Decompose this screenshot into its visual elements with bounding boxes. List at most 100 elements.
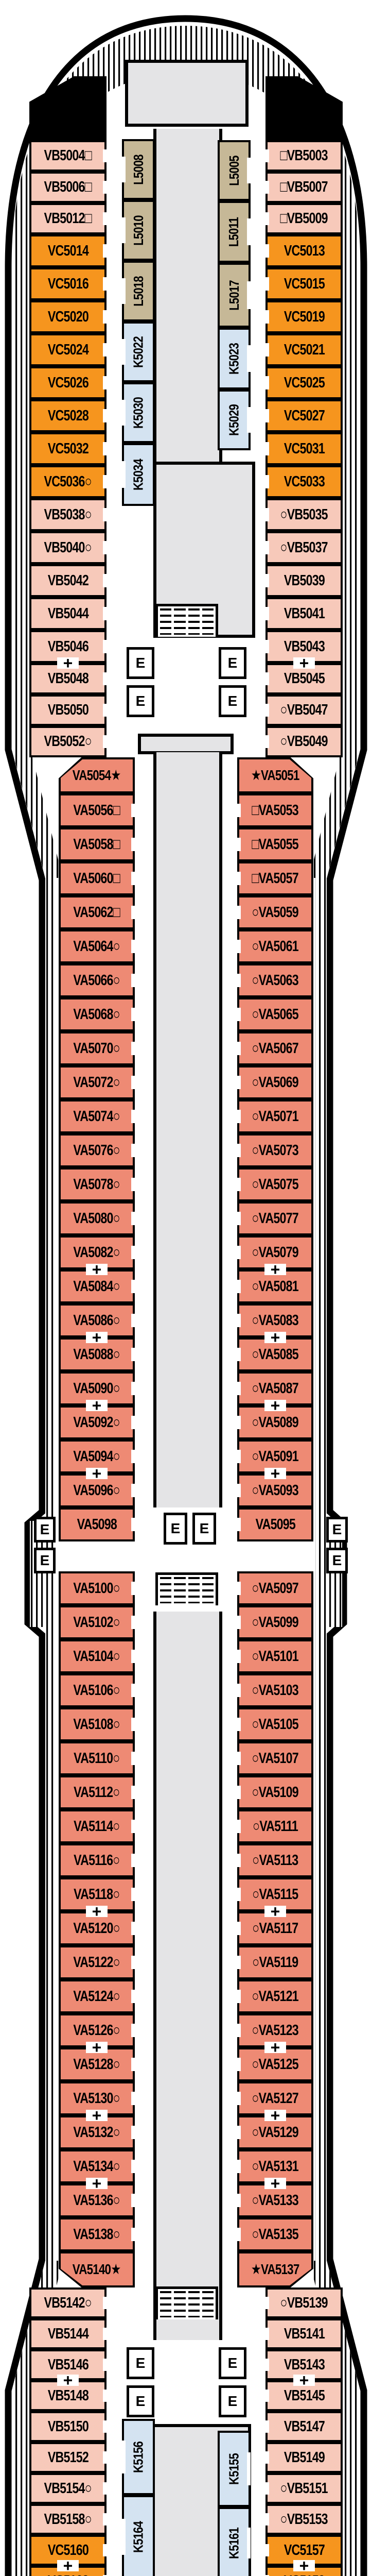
cabin-VB5151[interactable]: ○VB5151	[265, 2473, 343, 2504]
cabin-VB5012[interactable]: VB5012□	[29, 203, 107, 234]
cabin-VA5076[interactable]: VA5076○	[59, 1133, 135, 1167]
cabin-VA5053[interactable]: □VA5053	[237, 793, 313, 827]
cabin-VC5026[interactable]: VC5026	[29, 366, 107, 399]
cabin-VB5007[interactable]: □VB5007	[265, 172, 343, 203]
cabin-VC5036[interactable]: VC5036○	[29, 465, 107, 498]
cabin-VB5149[interactable]: VB5149	[265, 2442, 343, 2473]
cabin-VB5150[interactable]: VB5150	[29, 2411, 107, 2442]
cabin-VA5097[interactable]: ○VA5097	[237, 1571, 313, 1605]
cabin-VA5062[interactable]: VA5062□	[59, 895, 135, 929]
cabin-VA5138[interactable]: VA5138○	[59, 2217, 135, 2251]
cabin-L5017[interactable]: L5017	[218, 263, 251, 328]
cabin-VB5139[interactable]: ○VB5139	[265, 2287, 343, 2318]
cabin-VB5153[interactable]: ○VB5153	[265, 2504, 343, 2535]
cabin-VB5047[interactable]: ○VB5047	[265, 694, 343, 726]
cabin-VA5092[interactable]: VA5092○	[59, 1405, 135, 1439]
cabin-VB5003[interactable]: □VB5003	[265, 140, 343, 172]
cabin-K5034[interactable]: K5034	[122, 443, 155, 506]
cabin-VA5059[interactable]: ○VA5059	[237, 895, 313, 929]
cabin-VC5028[interactable]: VC5028	[29, 399, 107, 432]
cabin-VA5101[interactable]: ○VA5101	[237, 1639, 313, 1673]
cabin-VA5068[interactable]: VA5068○	[59, 997, 135, 1031]
cabin-VB5050[interactable]: VB5050	[29, 694, 107, 726]
cabin-VB5042[interactable]: VB5042	[29, 564, 107, 597]
cabin-VA5066[interactable]: VA5066○	[59, 963, 135, 997]
cabin-VB5052[interactable]: VB5052○	[29, 726, 107, 757]
cabin-VA5100[interactable]: VA5100○	[59, 1571, 135, 1605]
cabin-VB5142[interactable]: VB5142○	[29, 2287, 107, 2318]
cabin-VA5078[interactable]: VA5078○	[59, 1167, 135, 1201]
cabin-VA5093[interactable]: ○VA5093	[237, 1473, 313, 1507]
cabin-VC5015[interactable]: VC5015	[265, 267, 343, 300]
cabin-VC5031[interactable]: VC5031	[265, 432, 343, 465]
cabin-VA5072[interactable]: VA5072○	[59, 1065, 135, 1099]
cabin-VA5109[interactable]: ○VA5109	[237, 1775, 313, 1809]
cabin-L5008[interactable]: L5008	[122, 139, 155, 200]
cabin-VA5067[interactable]: ○VA5067	[237, 1031, 313, 1065]
cabin-L5010[interactable]: L5010	[122, 200, 155, 261]
cabin-VA5087[interactable]: ○VA5087	[237, 1371, 313, 1405]
cabin-VA5061[interactable]: ○VA5061	[237, 929, 313, 963]
cabin-VB5154[interactable]: VB5154○	[29, 2473, 107, 2504]
cabin-VA5082[interactable]: VA5082○	[59, 1235, 135, 1269]
cabin-VA5107[interactable]: ○VA5107	[237, 1741, 313, 1775]
cabin-VA5058[interactable]: VA5058□	[59, 827, 135, 861]
cabin-VA5129[interactable]: ○VA5129	[237, 2115, 313, 2149]
cabin-VB5035[interactable]: ○VB5035	[265, 498, 343, 531]
cabin-VA5095[interactable]: VA5095	[237, 1507, 313, 1541]
cabin-VA5055[interactable]: □VA5055	[237, 827, 313, 861]
cabin-VC5032[interactable]: VC5032	[29, 432, 107, 465]
cabin-VA5069[interactable]: ○VA5069	[237, 1065, 313, 1099]
cabin-VC5019[interactable]: VC5019	[265, 300, 343, 333]
cabin-K5164[interactable]: K5164	[122, 2495, 155, 2576]
cabin-VA5111[interactable]: ○VA5111	[237, 1809, 313, 1843]
cabin-VA5110[interactable]: VA5110○	[59, 1741, 135, 1775]
cabin-VA5137[interactable]: ★VA5137	[237, 2251, 313, 2287]
cabin-VA5073[interactable]: ○VA5073	[237, 1133, 313, 1167]
cabin-VA5125[interactable]: ○VA5125	[237, 2047, 313, 2081]
cabin-VA5135[interactable]: ○VA5135	[237, 2217, 313, 2251]
cabin-VB5147[interactable]: VB5147	[265, 2411, 343, 2442]
cabin-VA5056[interactable]: VA5056□	[59, 793, 135, 827]
cabin-VA5104[interactable]: VA5104○	[59, 1639, 135, 1673]
cabin-VC5021[interactable]: VC5021	[265, 333, 343, 366]
cabin-VA5079[interactable]: ○VA5079	[237, 1235, 313, 1269]
cabin-VA5074[interactable]: VA5074○	[59, 1099, 135, 1133]
cabin-VA5054[interactable]: VA5054★	[59, 757, 135, 793]
cabin-VB5039[interactable]: VB5039	[265, 564, 343, 597]
cabin-K5030[interactable]: K5030	[122, 382, 155, 443]
cabin-VA5098[interactable]: VA5098	[59, 1507, 135, 1541]
cabin-VB5037[interactable]: ○VB5037	[265, 531, 343, 564]
cabin-K5029[interactable]: K5029	[218, 389, 251, 450]
cabin-VC5016[interactable]: VC5016	[29, 267, 107, 300]
cabin-K5023[interactable]: K5023	[218, 328, 251, 389]
cabin-VA5089[interactable]: ○VA5089	[237, 1405, 313, 1439]
cabin-VA5108[interactable]: VA5108○	[59, 1707, 135, 1741]
cabin-VB5009[interactable]: □VB5009	[265, 203, 343, 234]
cabin-VC5024[interactable]: VC5024	[29, 333, 107, 366]
cabin-VA5113[interactable]: ○VA5113	[237, 1843, 313, 1877]
cabin-VB5038[interactable]: VB5038○	[29, 498, 107, 531]
cabin-VB5141[interactable]: VB5141	[265, 2318, 343, 2349]
cabin-VA5075[interactable]: ○VA5075	[237, 1167, 313, 1201]
cabin-VC5027[interactable]: VC5027	[265, 399, 343, 432]
cabin-VA5114[interactable]: VA5114○	[59, 1809, 135, 1843]
cabin-VA5122[interactable]: VA5122○	[59, 1945, 135, 1979]
cabin-VC5025[interactable]: VC5025	[265, 366, 343, 399]
cabin-VC5014[interactable]: VC5014	[29, 234, 107, 267]
cabin-K5155[interactable]: K5155	[218, 2431, 251, 2507]
cabin-VA5106[interactable]: VA5106○	[59, 1673, 135, 1707]
cabin-K5022[interactable]: K5022	[122, 321, 155, 382]
cabin-VA5080[interactable]: VA5080○	[59, 1201, 135, 1235]
cabin-VB5049[interactable]: ○VB5049	[265, 726, 343, 757]
cabin-K5156[interactable]: K5156	[122, 2419, 155, 2495]
cabin-VA5133[interactable]: ○VA5133	[237, 2183, 313, 2217]
cabin-VB5040[interactable]: VB5040○	[29, 531, 107, 564]
cabin-VA5119[interactable]: ○VA5119	[237, 1945, 313, 1979]
cabin-VA5057[interactable]: □VA5057	[237, 861, 313, 895]
cabin-VB5041[interactable]: VB5041	[265, 597, 343, 630]
cabin-VA5063[interactable]: ○VA5063	[237, 963, 313, 997]
cabin-VA5116[interactable]: VA5116○	[59, 1843, 135, 1877]
cabin-K5161[interactable]: K5161	[218, 2507, 251, 2576]
cabin-L5011[interactable]: L5011	[218, 201, 251, 263]
